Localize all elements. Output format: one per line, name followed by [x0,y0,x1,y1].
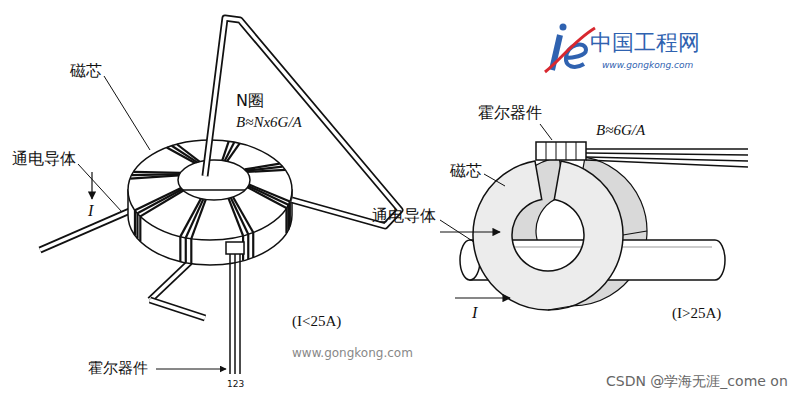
part-label: 霍尔器件 [88,360,148,377]
range-note: (I>25A) [672,305,721,322]
part-label: 通电导体 [12,150,76,168]
winding-turn [134,171,181,174]
winding-turn [229,198,244,235]
winding-turn [135,188,181,210]
leader-line [156,369,226,370]
current-arrow [455,297,510,298]
range-note: (I<25A) [292,313,341,330]
winding-turn [132,174,180,175]
winding-turn [247,170,285,172]
winding-turn [248,187,287,208]
winding-turn [186,199,204,238]
part-label: 磁芯 [70,62,102,80]
watermark-logo: 中国工程网 [590,30,700,55]
field-formula: B≈6G/A [596,122,645,139]
winding-turn [248,186,288,205]
current-arrow [91,172,92,199]
conductor-wire [205,18,400,226]
winding-turn [227,143,240,161]
c-core [473,161,647,310]
logo-mark [545,24,595,73]
current-symbol: I [88,202,93,220]
winding-turn [136,213,138,238]
leader-line [440,220,474,242]
leader-line [540,124,552,140]
winding-turn [177,144,200,161]
part-label: 磁芯 [450,162,482,180]
pin-numbers: 123 [227,379,244,389]
winding-turn [172,146,197,163]
watermark-text: CSDN @学海无涯_come on [606,373,788,389]
leader-line [78,164,122,212]
current-arrow [440,231,500,232]
winding-turn [252,232,254,257]
winding-turn [137,189,182,213]
watermark-url: www.gongkong.com [602,60,693,70]
winding-turn [139,216,141,241]
part-label: 霍尔器件 [478,104,542,122]
field-formula: B≈Nx6G/A [236,114,302,131]
winding-turn [190,239,192,264]
winding-turn [185,238,187,263]
winding-turn [287,205,289,230]
part-label: N圈 [236,92,264,110]
winding-turn [179,237,181,262]
winding-turn [134,210,136,235]
leader-line [484,174,505,186]
hall-device [226,242,244,374]
part-label: 通电导体 [372,207,436,225]
watermark-url: www.gongkong.com [292,347,413,361]
winding-turn [180,199,201,237]
current-symbol: I [472,304,477,322]
winding-turn [285,208,287,233]
winding-turn [247,234,249,259]
leader-line [104,76,150,150]
hall-device [536,142,748,167]
